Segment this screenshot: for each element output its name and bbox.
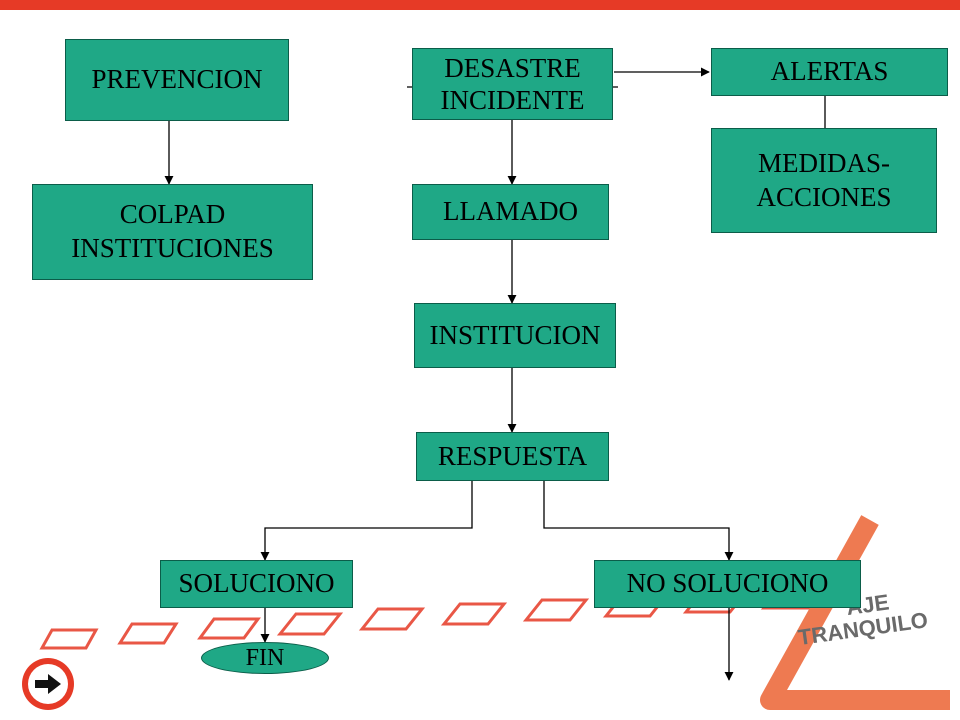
node-respuesta: RESPUESTA	[416, 432, 609, 481]
node-desastre-incidente: DESASTRE INCIDENTE	[412, 48, 613, 120]
edge-respuesta-soluciono	[260, 481, 473, 561]
arrow-right-icon	[28, 664, 68, 704]
node-fin: FIN	[201, 642, 329, 674]
top-accent-bar	[0, 0, 960, 10]
edge-respuesta-no-soluciono	[543, 481, 734, 561]
node-medidas-acciones: MEDIDAS- ACCIONES	[711, 128, 937, 233]
node-no-soluciono: NO SOLUCIONO	[594, 560, 861, 608]
node-alertas: ALERTAS	[711, 48, 948, 96]
next-slide-button[interactable]	[22, 658, 74, 710]
node-llamado: LLAMADO	[412, 184, 609, 240]
node-institucion: INSTITUCION	[414, 303, 616, 368]
node-prevencion: PREVENCION	[65, 39, 289, 121]
node-colpad-instituciones: COLPAD INSTITUCIONES	[32, 184, 313, 280]
node-soluciono: SOLUCIONO	[160, 560, 353, 608]
